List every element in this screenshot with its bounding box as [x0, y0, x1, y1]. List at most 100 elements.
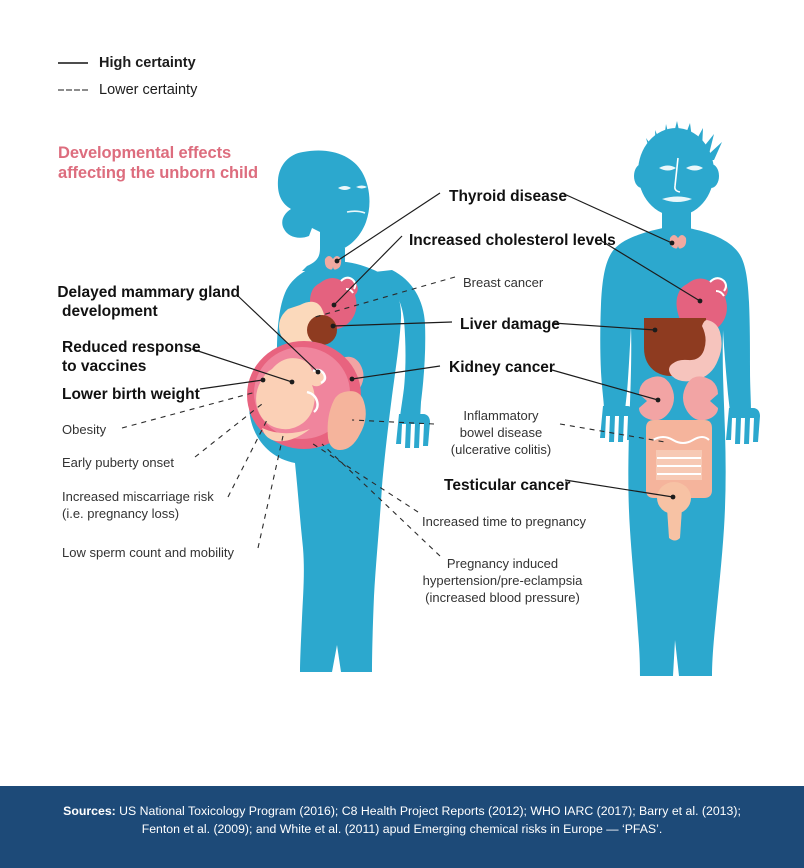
male-thyroid-organ: [669, 235, 687, 249]
sources-line-1-text: US National Toxicology Program (2016); C…: [115, 804, 741, 818]
male-eye-left-icon: [659, 165, 676, 171]
male-stomach-organ: [669, 320, 722, 382]
label-line: bowel disease: [459, 425, 543, 440]
male-figure: [600, 121, 760, 676]
leader-cholesterol-female: [333, 235, 403, 306]
solid-line-icon: [58, 62, 88, 64]
male-mouth-icon: [662, 196, 692, 202]
certainty-legend: High certainty Lower certainty: [58, 52, 197, 106]
male-heart-vessels: [709, 277, 727, 297]
female-head: [277, 150, 370, 271]
leader-puberty: [194, 403, 263, 458]
leader-dot: [289, 379, 295, 385]
male-intestine-fold-1: [652, 436, 710, 444]
developmental-effects-heading: Developmental effects affecting the unbo…: [58, 143, 258, 183]
label-delayed-mammary-gland-development: Delayed mammary gland development: [14, 283, 240, 321]
label-line: Low sperm count and mobility: [62, 545, 234, 560]
label-inflammatory-bowel-disease: Inflammatory bowel disease (ulcerative c…: [440, 407, 562, 458]
label-line: Thyroid disease: [449, 188, 568, 205]
leader-birth-weight: [199, 379, 264, 390]
sources-footer: Sources: US National Toxicology Program …: [0, 786, 804, 868]
leader-dot: [349, 376, 355, 382]
label-line: (ulcerative colitis): [450, 442, 552, 457]
leader-dot: [315, 369, 321, 375]
label-line: Increased time to pregnancy: [422, 514, 587, 529]
male-eye-right-icon: [686, 165, 703, 171]
label-line: (increased blood pressure): [425, 590, 580, 605]
male-ear-left: [634, 164, 650, 188]
legend-label-lower: Lower certainty: [99, 82, 198, 98]
leader-thyroid-female: [336, 192, 441, 262]
male-intestine-folds: [657, 457, 701, 475]
label-low-sperm-count-and-mobility: Low sperm count and mobility: [62, 544, 234, 561]
male-hand-right: [726, 408, 760, 444]
leader-dot: [655, 397, 661, 403]
label-line: Increased miscarriage risk: [62, 489, 214, 504]
leader-dot: [670, 494, 676, 500]
figures-illustration: [121, 121, 760, 676]
male-ear-right: [703, 164, 719, 188]
label-line: Inflammatory: [463, 408, 539, 423]
label-line: Breast cancer: [463, 275, 544, 290]
label-pregnancy-induced-hypertension: Pregnancy induced hypertension/pre-eclam…: [420, 555, 585, 606]
label-testicular-cancer: Testicular cancer: [444, 476, 570, 495]
female-eye-right-icon: [356, 185, 367, 189]
label-line: Reduced response: [62, 339, 201, 356]
leader-dot: [652, 327, 658, 333]
leader-lines-dashed: [121, 276, 666, 557]
male-neck: [662, 210, 691, 232]
label-line: Increased cholesterol levels: [409, 232, 616, 249]
leader-ibd-male: [559, 423, 666, 443]
dashed-line-icon: [58, 89, 88, 91]
male-nose-icon: [674, 157, 681, 193]
leader-dot: [260, 377, 266, 383]
male-genital-organ: [667, 506, 682, 541]
leader-breast-cancer: [311, 276, 456, 319]
label-line: Testicular cancer: [444, 477, 571, 494]
label-line: Early puberty onset: [62, 455, 175, 470]
leader-cholesterol-male: [599, 239, 701, 302]
label-line: development: [62, 303, 158, 320]
label-thyroid-disease: Thyroid disease: [449, 187, 567, 206]
female-arm: [374, 270, 426, 420]
female-fetus-lower: [262, 428, 310, 442]
female-liver-organ: [307, 315, 337, 345]
label-line: Delayed mammary gland: [57, 284, 240, 301]
female-pelvic-organ: [327, 391, 366, 450]
female-eye-left-icon: [338, 186, 351, 190]
sources-label: Sources:: [63, 804, 116, 818]
label-line: (i.e. pregnancy loss): [62, 506, 180, 521]
male-kidney-right-organ: [683, 376, 718, 421]
legend-item-lower-certainty: Lower certainty: [58, 79, 197, 101]
label-liver-damage: Liver damage: [460, 315, 560, 334]
sources-line-1: Sources: US National Toxicology Program …: [0, 802, 804, 820]
label-line: Kidney cancer: [449, 359, 555, 376]
leader-ibd-female: [351, 419, 435, 425]
leader-dot: [697, 298, 703, 304]
developmental-effects-line-1: Developmental effects: [58, 144, 232, 162]
female-hand: [396, 414, 430, 448]
label-line: Liver damage: [460, 316, 560, 333]
legend-item-high-certainty: High certainty: [58, 52, 197, 74]
leader-kidney-female: [351, 365, 441, 380]
label-increased-cholesterol-levels: Increased cholesterol levels: [409, 231, 616, 250]
leader-time-to-pregnancy: [309, 441, 419, 513]
pregnant-female-figure: [247, 150, 430, 672]
legend-label-high: High certainty: [99, 55, 196, 71]
female-mouth-icon: [346, 210, 366, 214]
leader-liver-male: [552, 322, 656, 331]
label-lower-birth-weight: Lower birth weight: [62, 385, 200, 404]
sources-text: Sources: US National Toxicology Program …: [0, 802, 804, 838]
label-breast-cancer: Breast cancer: [463, 274, 543, 291]
leader-vaccines: [191, 348, 293, 383]
label-obesity: Obesity: [62, 421, 106, 438]
leader-dot: [331, 302, 337, 308]
developmental-effects-line-2: affecting the unborn child: [58, 164, 258, 182]
leader-testicular-male: [564, 479, 674, 498]
leader-thyroid-male: [561, 192, 673, 244]
label-line: hypertension/pre-eclampsia: [422, 573, 583, 588]
label-line: Pregnancy induced: [446, 556, 559, 571]
leader-dot: [334, 258, 340, 264]
label-early-puberty-onset: Early puberty onset: [62, 454, 174, 471]
